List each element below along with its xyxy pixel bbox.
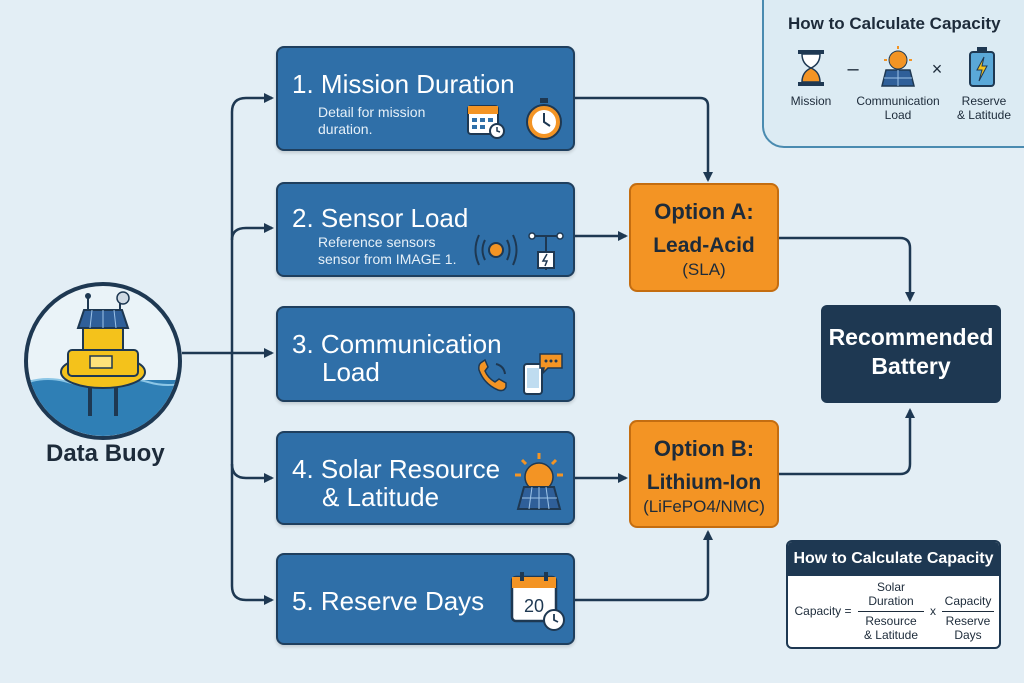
formula-denominator: Resource & Latitude: [856, 614, 926, 642]
step-title: 2. Sensor Load: [292, 203, 469, 233]
step-title-line2: Load: [322, 357, 380, 387]
option-b-lithium-ion: Option B: Lithium-Ion (LiFePO4/NMC): [629, 420, 779, 528]
calendar-icon: [467, 105, 505, 139]
option-a-chemistry: Lead-Acid: [653, 234, 755, 257]
step-sensor-load: 2. Sensor Load Reference sensors sensor …: [276, 182, 575, 277]
step-mission-duration: 1. Mission Duration Detail for mission d…: [276, 46, 575, 151]
term-reserve-line1: Reserve: [961, 94, 1007, 108]
solar-panel-icon: [881, 46, 915, 87]
result-line1: Recommended: [828, 324, 994, 350]
step-title-line2: & Latitude: [322, 482, 440, 512]
formula-right-denominator-line2: Days: [954, 628, 982, 642]
formula-times: x: [930, 604, 936, 618]
option-b-chemistry: Lithium-Ion: [646, 471, 762, 494]
connector-to-step2: [230, 223, 274, 241]
operator-minus: –: [847, 58, 859, 80]
option-a-abbreviation: (SLA): [682, 260, 726, 279]
term-reserve-line2: & Latitude: [956, 108, 1012, 122]
calendar-clock-icon: 20: [510, 572, 565, 631]
term-mission-label: Mission: [790, 94, 832, 108]
result-line2: Battery: [871, 353, 951, 379]
formula-right-denominator: Reserve Days: [938, 614, 998, 642]
connector-optB-result: [779, 408, 915, 476]
connector-step1-optA: [575, 96, 713, 182]
option-b-heading: Option B:: [653, 436, 755, 461]
formula-numerator-line2: Duration: [868, 594, 914, 608]
capacity-formula-title: How to Calculate Capacity: [788, 542, 999, 576]
step-communication-load: 3. Communication Load: [276, 306, 575, 402]
formula-numerator-line1: Solar: [876, 580, 905, 594]
formula-numerator: Solar Duration: [856, 580, 926, 608]
weather-station-icon: [528, 232, 564, 270]
connector-step5-optB: [575, 530, 713, 602]
formula-denominator-line1: Resource: [865, 614, 917, 628]
data-buoy-illustration: [24, 282, 182, 440]
step-description: Reference sensors sensor from IMAGE 1.: [318, 234, 457, 267]
phone-icon: [478, 358, 507, 392]
step-description: Detail for mission duration.: [318, 104, 426, 137]
step-solar-resource-latitude: 4. Solar Resource & Latitude: [276, 431, 575, 525]
mobile-chat-icon: [523, 353, 563, 395]
formula-denominator-line2: & Latitude: [863, 628, 919, 642]
formula-lhs: Capacity =: [794, 604, 852, 618]
step-reserve-days: 5. Reserve Days 20: [276, 553, 575, 645]
option-a-lead-acid: Option A: Lead-Acid (SLA): [629, 183, 779, 292]
option-b-abbreviation: (LiFePO4/NMC): [643, 497, 765, 516]
formula-fraction-bar: [858, 611, 924, 612]
sonar-sensor-icon: [474, 234, 518, 266]
term-communication-line2: Load: [884, 108, 912, 122]
connector-to-step5: [230, 464, 274, 605]
hourglass-icon: [798, 50, 824, 86]
data-buoy-label: Data Buoy: [46, 440, 165, 467]
connector-optA-result: [779, 236, 915, 302]
option-a-heading: Option A:: [654, 199, 754, 224]
calendar-number: 20: [524, 596, 544, 616]
data-buoy-icon: [28, 291, 178, 436]
stopwatch-icon: [526, 98, 562, 140]
step-title-line1: 3. Communication: [292, 329, 502, 359]
operator-times: ×: [931, 59, 943, 79]
recommended-battery: Recommended Battery: [821, 305, 1001, 403]
connector-to-step1: [230, 93, 274, 353]
capacity-legend-top: How to Calculate Capacity Mission – Comm…: [762, 0, 1024, 148]
formula-right-fraction-bar: [942, 611, 994, 612]
step-title: 5. Reserve Days: [292, 586, 485, 616]
step-title: 1. Mission Duration: [292, 69, 515, 99]
term-reserve-label: Reserve & Latitude: [950, 94, 1018, 122]
capacity-formula-box: How to Calculate Capacity Capacity = Sol…: [786, 540, 1001, 649]
capacity-legend-title: How to Calculate Capacity: [788, 14, 1001, 33]
connector-to-step4: [230, 353, 274, 483]
formula-right-numerator: Capacity: [944, 594, 992, 608]
term-communication-label: Communication Load: [846, 94, 950, 122]
term-communication-line1: Communication: [856, 94, 940, 108]
sun-solar-panel-icon: [515, 453, 563, 510]
battery-icon: [969, 47, 995, 87]
formula-right-denominator-line1: Reserve: [945, 614, 991, 628]
step-title-line1: 4. Solar Resource: [292, 454, 501, 484]
